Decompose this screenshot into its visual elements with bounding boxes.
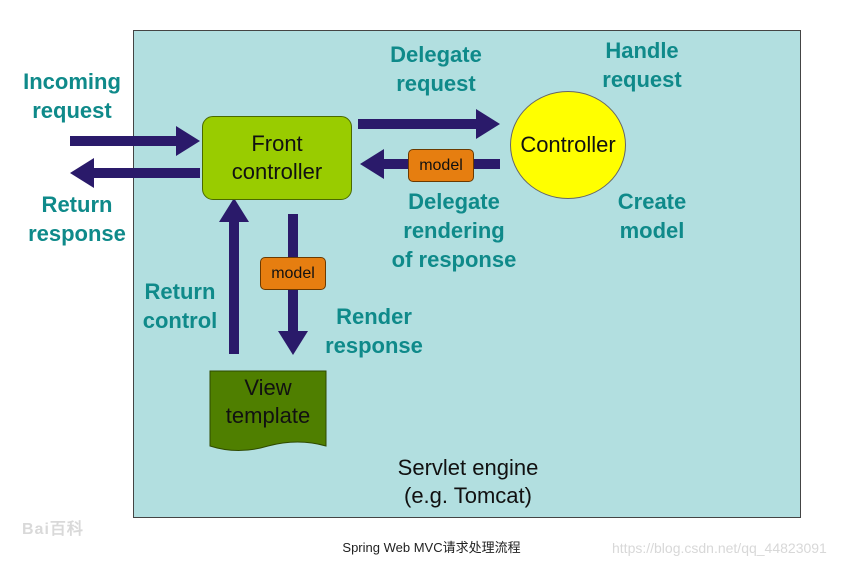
model-badge-controller: model	[408, 149, 474, 182]
baike-logo: Bai百科	[22, 521, 84, 538]
label-incoming-request: Incoming request	[23, 69, 121, 123]
watermark-url: https://blog.csdn.net/qq_44823091	[612, 540, 827, 556]
label-create-model: Create model	[617, 189, 687, 243]
label-delegate-request: Delegate request	[390, 42, 482, 96]
servlet-engine-label: Servlet engine (e.g. Tomcat)	[397, 455, 539, 508]
return-response-arrow	[70, 158, 200, 188]
label-handle-request: Handle request	[602, 38, 682, 92]
delegate-request-arrow	[358, 109, 500, 139]
front-controller-box: Front controller	[202, 116, 352, 200]
figure-caption: Spring Web MVC请求处理流程	[342, 540, 521, 555]
return-control-arrow	[219, 198, 249, 354]
model-badge-view: model	[260, 257, 326, 290]
incoming-request-arrow	[70, 126, 200, 156]
controller-circle: Controller	[510, 91, 626, 199]
label-return-control: Return control	[142, 279, 218, 333]
label-render-response: Render response	[325, 304, 423, 358]
view-template-shape	[209, 370, 327, 451]
view-template-label: View template	[225, 375, 311, 428]
label-return-response: Return response	[28, 192, 126, 246]
label-delegate-rendering: Delegate rendering of response	[391, 189, 517, 272]
